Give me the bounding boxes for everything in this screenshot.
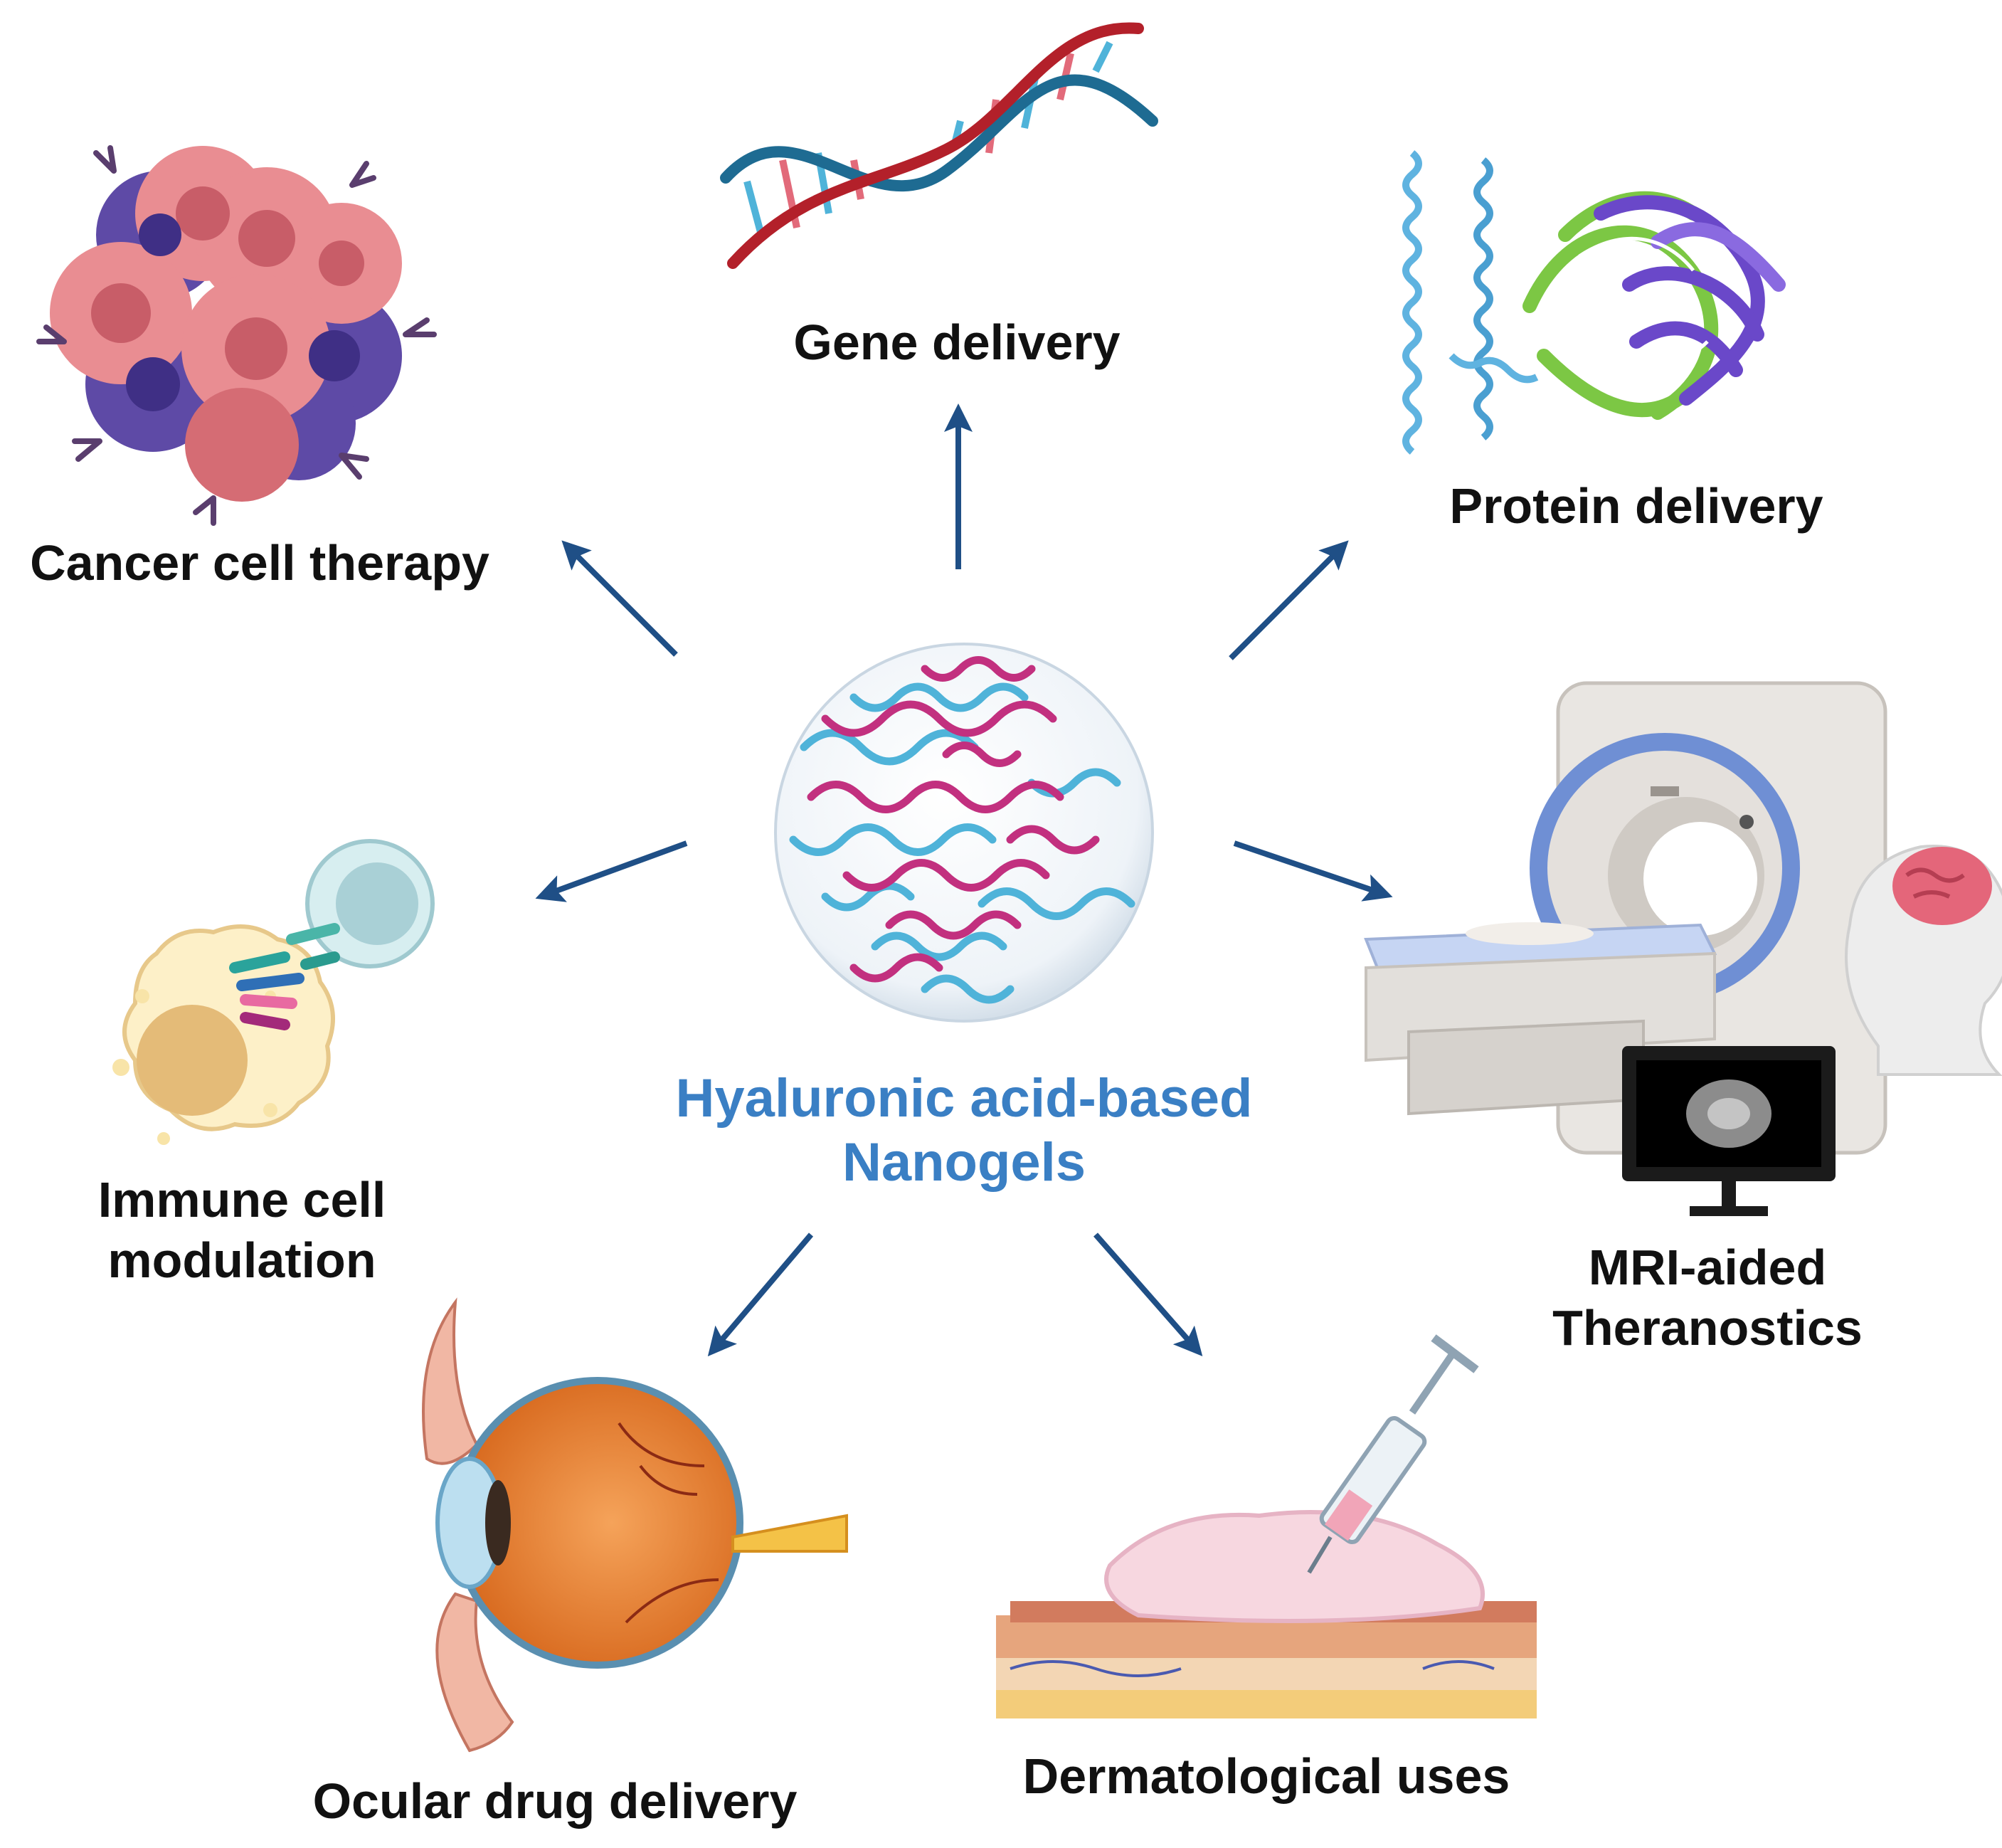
center-title-line-1: Hyaluronic acid-based	[675, 1068, 1253, 1129]
arrow-to-protein	[1229, 540, 1349, 660]
center-title-line-2: Nanogels	[842, 1132, 1086, 1193]
label-cancer-cell-therapy: Cancer cell therapy	[30, 535, 489, 591]
eye-anatomy-icon	[422, 1297, 848, 1753]
syringe-icon	[1307, 1334, 1479, 1574]
label-dermatological-uses: Dermatological uses	[1022, 1748, 1510, 1804]
label-immune-line-1: Immune cell	[97, 1172, 386, 1227]
cancer-cells-icon	[36, 145, 437, 526]
label-gene-delivery: Gene delivery	[793, 315, 1121, 370]
nanogel-sphere-icon	[774, 643, 1154, 1023]
arrow-to-immune	[535, 840, 688, 902]
arrow-to-cancer	[561, 540, 678, 657]
skin-injection-icon	[996, 1334, 1537, 1718]
immune-cells-icon	[112, 839, 435, 1145]
label-immune-line-2: modulation	[107, 1232, 376, 1288]
label-mri-line-2: Theranostics	[1552, 1300, 1863, 1356]
label-ocular-drug-delivery: Ocular drug delivery	[312, 1773, 798, 1829]
arrow-to-derm	[1093, 1232, 1203, 1357]
arrow-to-mri	[1233, 840, 1393, 902]
arrows	[535, 403, 1393, 1357]
arrow-to-ocular	[707, 1232, 814, 1357]
protein-structure-icon	[1402, 150, 1786, 455]
dna-helix-icon	[720, 22, 1158, 269]
label-protein-delivery: Protein delivery	[1449, 478, 1823, 534]
label-mri-line-1: MRI-aided	[1588, 1240, 1827, 1295]
mri-scanner-icon	[1364, 681, 2002, 1216]
